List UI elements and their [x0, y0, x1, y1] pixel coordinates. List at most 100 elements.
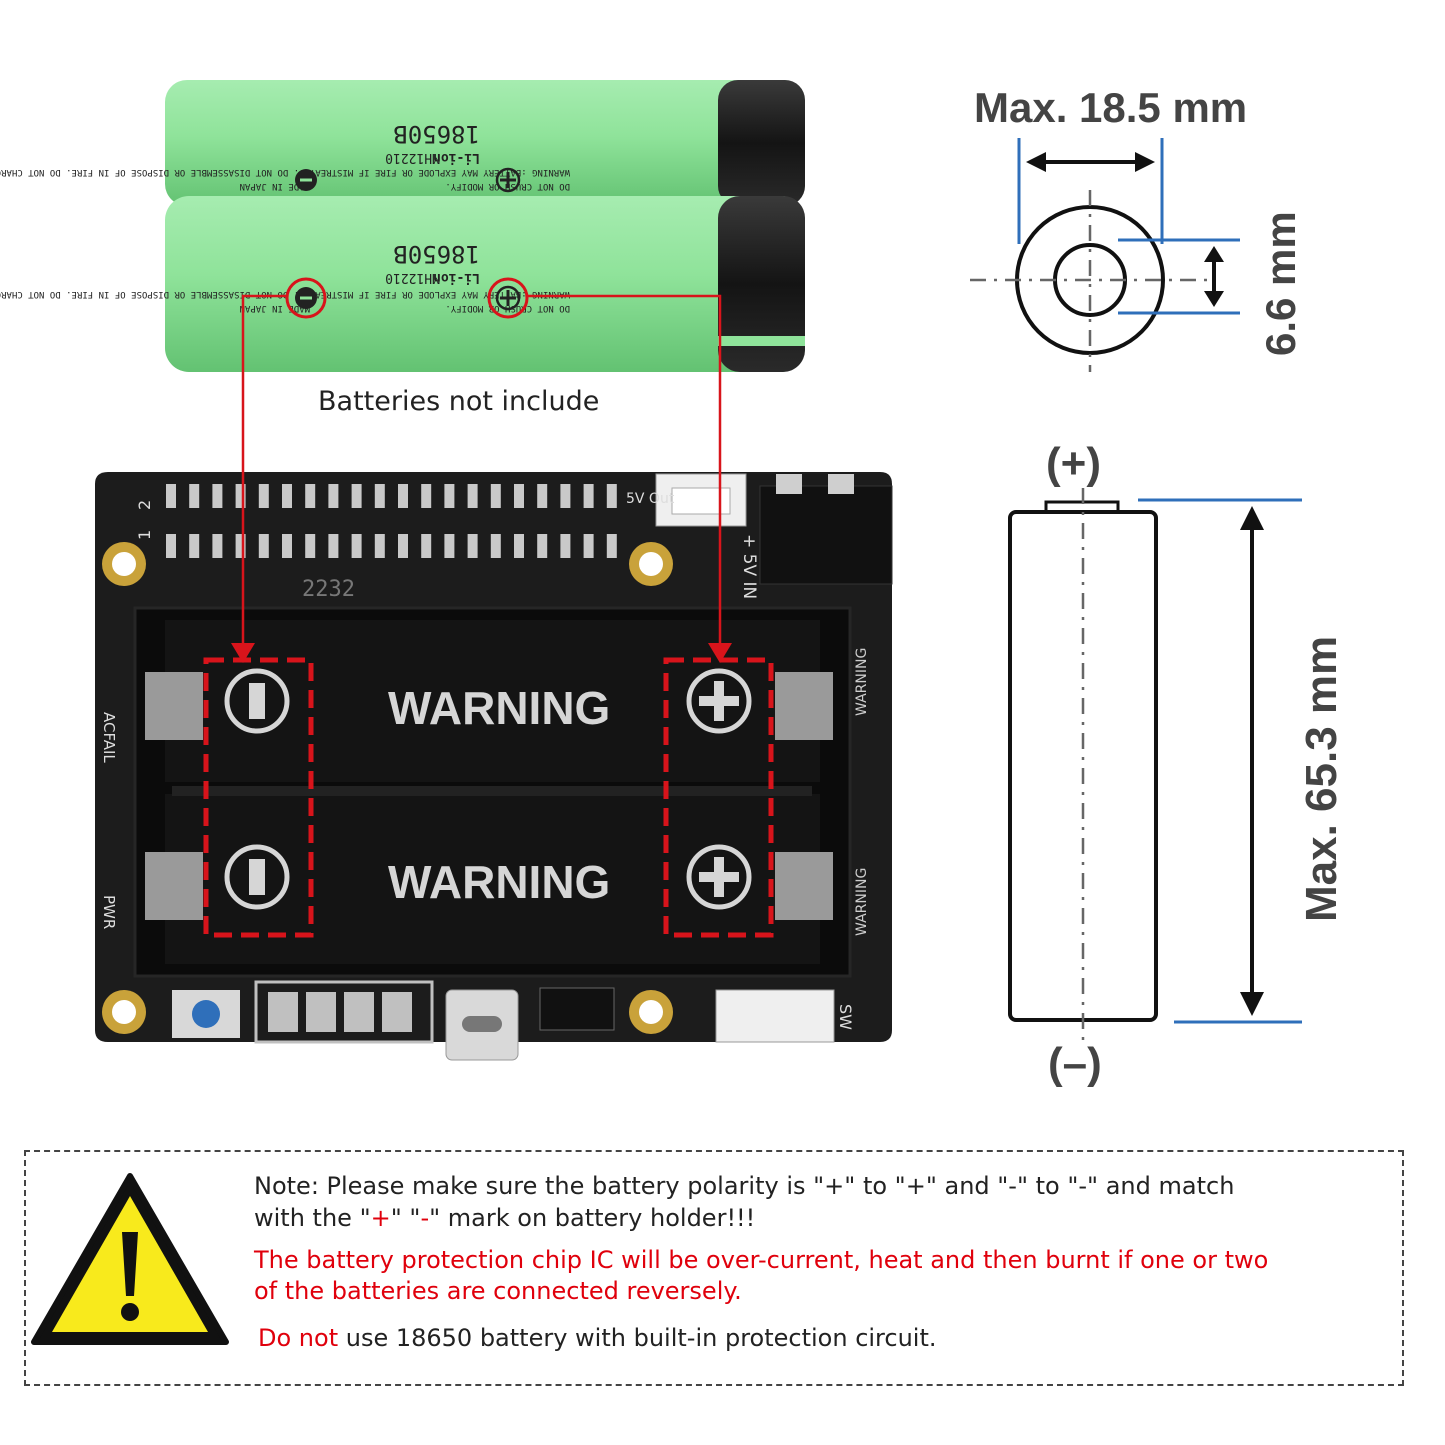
ups-board: 1 2 2232 5V Out + 5V IN	[95, 472, 893, 1061]
plus-terminal-icon	[495, 285, 521, 311]
battery-cell-front: WARNING :BATTERY MAY EXPLODE OR FIRE IF …	[0, 196, 805, 372]
note-line-4: of the batteries are connected reversely…	[254, 1277, 742, 1305]
gpio-pin	[351, 534, 362, 558]
pwr-label: PWR	[100, 895, 118, 929]
battery-size-code: 18650B	[393, 240, 480, 268]
warning-triangle-icon	[31, 1173, 229, 1345]
note-line-2-mid: " "	[390, 1204, 421, 1232]
slot-warning-bottom: WARNING	[388, 856, 610, 908]
battery-size-code: 18650B	[393, 120, 480, 148]
battery-cell-back: WARNING :BATTERY MAY EXPLODE OR FIRE IF …	[0, 80, 805, 206]
gpio-pin	[212, 484, 223, 508]
side-view-dimension: (+) Max. 65.3 mm (–)	[1008, 439, 1346, 1088]
gpio-header	[166, 484, 617, 558]
battery-origin-text: MADE IN JAPAN	[240, 181, 310, 191]
pin-1-label: 1	[135, 530, 154, 540]
gpio-pin	[328, 484, 339, 508]
gpio-pin	[305, 534, 316, 558]
gpio-pin	[305, 484, 316, 508]
plus-polarity-box	[663, 657, 774, 938]
gpio-pin	[514, 534, 524, 558]
note-line-5: Do not use 18650 battery with built-in p…	[258, 1324, 937, 1352]
battery-origin-text: MADE IN JAPAN	[240, 303, 310, 313]
gpio-pin	[537, 484, 548, 508]
plus-terminal-callout	[487, 277, 529, 319]
gpio-pin	[212, 534, 223, 558]
battery-chemistry: Li-ion	[433, 150, 480, 165]
gpio-pin	[282, 484, 292, 508]
battery-warning-text: WARNING :BATTERY MAY EXPLODE OR FIRE IF …	[0, 167, 570, 177]
terminal-label: 6.6 mm	[1257, 211, 1304, 356]
side-warning-bottom: WARNING	[854, 868, 870, 936]
gpio-pin	[235, 484, 246, 508]
gpio-pin	[328, 534, 339, 558]
gpio-pin	[398, 534, 408, 558]
gpio-pin	[351, 484, 362, 508]
note-line-2: with the "+" "-" mark on battery holder!…	[254, 1204, 755, 1232]
positive-label: (+)	[1046, 439, 1101, 488]
5v-out-label: 5V Out	[626, 491, 675, 507]
gpio-pin	[560, 534, 571, 558]
plus-slot-icon	[686, 668, 752, 734]
negative-label: (–)	[1048, 1039, 1102, 1088]
polarity-note-box	[24, 1150, 1404, 1386]
sw-label: SW	[836, 1004, 855, 1030]
gpio-pin	[189, 484, 200, 508]
note-line-2-suffix: " mark on battery holder!!!	[429, 1204, 756, 1232]
minus-terminal-callout	[285, 277, 327, 319]
note-line-2-plus: +	[370, 1204, 391, 1232]
gpio-pin	[398, 484, 408, 508]
gpio-pin	[166, 534, 176, 558]
gpio-pin	[490, 534, 501, 558]
5v-in-label: + 5V IN	[739, 534, 759, 599]
battery-chemistry: Li-ion	[433, 270, 480, 285]
acfail-label: ACFAIL	[100, 712, 118, 763]
length-label: Max. 65.3 mm	[1297, 636, 1346, 922]
gpio-pin	[606, 484, 617, 508]
battery-model: MH12210	[385, 270, 440, 285]
gpio-pin	[166, 484, 176, 508]
power-switch[interactable]	[539, 987, 615, 1031]
side-warning-top: WARNING	[854, 648, 870, 716]
diameter-label: Max. 18.5 mm	[974, 84, 1247, 131]
dc-power-jack	[759, 485, 893, 585]
gpio-pin	[235, 534, 246, 558]
board-number: 2232	[302, 577, 355, 602]
gpio-pin	[490, 484, 501, 508]
gpio-pin	[421, 484, 432, 508]
gpio-pin	[583, 484, 594, 508]
gpio-pin	[189, 534, 200, 558]
gpio-pin	[583, 534, 594, 558]
mounting-holes	[102, 542, 673, 1034]
gpio-pin	[514, 484, 524, 508]
plus-slot-icon	[686, 844, 752, 910]
batteries-not-included-caption: Batteries not include	[318, 386, 600, 417]
top-view-dimension: Max. 18.5 mm 6.6 mm	[970, 84, 1304, 372]
gpio-pin	[282, 534, 292, 558]
gpio-pin	[560, 484, 571, 508]
pin-2-label: 2	[135, 500, 154, 510]
gpio-pin	[537, 534, 548, 558]
minus-polarity-box	[203, 657, 314, 938]
gpio-pin	[374, 484, 385, 508]
gpio-pin	[421, 534, 432, 558]
slot-warning-top: WARNING	[388, 682, 610, 734]
polarity-callouts	[203, 294, 774, 938]
gpio-pin	[444, 534, 455, 558]
gpio-pin	[467, 534, 478, 558]
battery-level-led-bar	[254, 980, 434, 1044]
plus-terminal-icon	[495, 167, 521, 193]
minus-slot-icon	[224, 668, 290, 734]
minus-slot-icon	[224, 844, 290, 910]
battery-warning-text: WARNING :BATTERY MAY EXPLODE OR FIRE IF …	[0, 289, 570, 299]
note-line-3: The battery protection chip IC will be o…	[254, 1246, 1269, 1274]
note-line-2-minus: -	[420, 1204, 430, 1232]
sw-connector	[715, 989, 835, 1043]
gpio-pin	[606, 534, 617, 558]
gpio-pin	[444, 484, 455, 508]
gpio-pin	[258, 534, 269, 558]
gpio-pin	[258, 484, 269, 508]
note-line-2-prefix: with the "	[254, 1204, 371, 1232]
gpio-pin	[467, 484, 478, 508]
